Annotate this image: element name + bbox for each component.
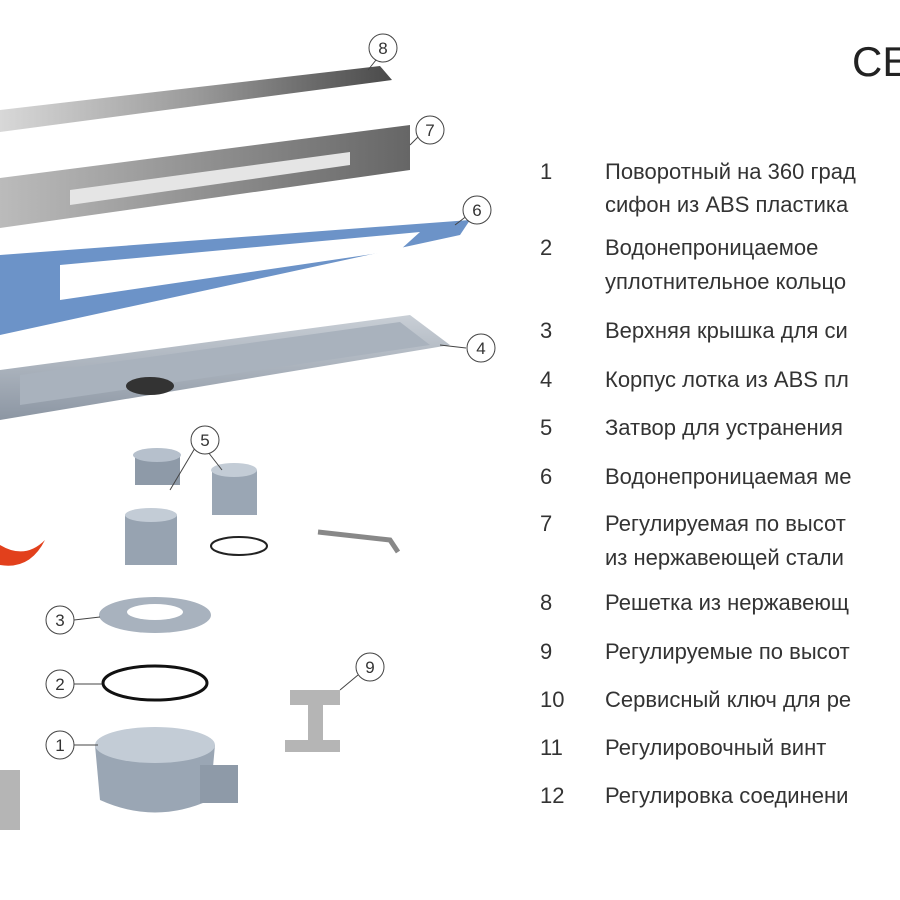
callout-3: 3: [45, 605, 101, 635]
svg-text:5: 5: [200, 431, 209, 450]
item-number: 1: [540, 159, 553, 184]
svg-text:8: 8: [378, 39, 387, 58]
item-number: 8: [540, 590, 553, 615]
callout-7: 7: [409, 115, 445, 146]
callout-8: 8: [367, 33, 398, 71]
item-label: Водонепроницаемая ме: [605, 464, 852, 489]
svg-text:7: 7: [425, 121, 434, 140]
item-number: 4: [540, 367, 553, 392]
item-number: 3: [540, 318, 553, 343]
grate-plate: [0, 66, 392, 132]
item-number: 10: [540, 687, 565, 712]
svg-text:1: 1: [55, 736, 64, 755]
page-title: СЕ: [852, 38, 900, 85]
svg-text:9: 9: [365, 658, 374, 677]
callout-6: 6: [454, 195, 492, 226]
item-label: уплотнительное кольцо: [605, 269, 847, 294]
item-number: 11: [540, 735, 563, 760]
svg-text:3: 3: [55, 611, 64, 630]
red-tool: [0, 540, 45, 566]
item-label: Верхняя крышка для си: [605, 318, 848, 343]
item-number: 5: [540, 415, 553, 440]
o-ring-small: [210, 536, 268, 556]
item-label: Регулировочный винт: [605, 735, 827, 760]
svg-text:2: 2: [55, 675, 64, 694]
svg-text:4: 4: [476, 339, 485, 358]
svg-text:6: 6: [472, 201, 481, 220]
item-number: 7: [540, 511, 553, 536]
item-label: Поворотный на 360 град: [605, 159, 856, 184]
item-label: Затвор для устранения: [605, 415, 843, 440]
callout-2: 2: [45, 669, 102, 699]
item-label: Водонепроницаемое: [605, 235, 819, 260]
item-label: сифон из ABS пластика: [605, 192, 849, 217]
callout-5: 5: [169, 425, 223, 491]
callout-9: 9: [339, 652, 385, 691]
item-label: из нержавеющей стали: [605, 545, 844, 570]
callouts: 8 7 6 4 5 3 2 1 9: [45, 33, 496, 760]
item-label: Решетка из нержавеющ: [605, 590, 849, 615]
item-label: Регулировка соединени: [605, 783, 849, 808]
service-key: [317, 529, 401, 554]
item-number: 2: [540, 235, 553, 260]
item-number: 9: [540, 639, 553, 664]
sealing-ring: [101, 664, 209, 702]
callout-4: 4: [439, 333, 496, 363]
item-label: Регулируемые по высот: [605, 639, 850, 664]
callout-1: 1: [45, 730, 98, 760]
item-label: Сервисный ключ для ре: [605, 687, 852, 712]
item-label: Регулируемая по высот: [605, 511, 846, 536]
parts-legend: 1 Поворотный на 360 град сифон из ABS пла…: [540, 0, 900, 900]
item-number: 12: [540, 783, 565, 808]
item-label: Корпус лотка из ABS пл: [605, 367, 849, 392]
adjustable-legs: [0, 690, 340, 830]
item-number: 6: [540, 464, 553, 489]
